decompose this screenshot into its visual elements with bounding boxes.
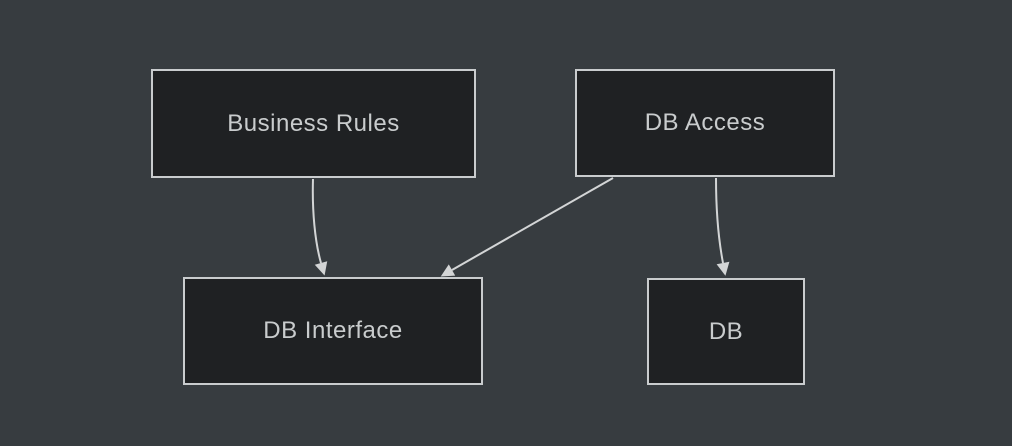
node-db-access: DB Access xyxy=(575,69,835,177)
node-business-rules-label: Business Rules xyxy=(227,109,400,137)
node-db-access-label: DB Access xyxy=(644,109,766,136)
node-db-interface: DB Interface xyxy=(183,277,483,385)
edge-db-access-to-db xyxy=(715,177,730,276)
node-db-interface-label: DB Interface xyxy=(263,317,403,344)
node-business-rules: Business Rules xyxy=(151,69,476,178)
edge-db-access-to-db-interface xyxy=(440,177,614,277)
edge-business-rules-to-db-interface xyxy=(311,178,328,276)
node-db-label: DB xyxy=(708,317,744,345)
node-db: DB xyxy=(647,278,805,385)
